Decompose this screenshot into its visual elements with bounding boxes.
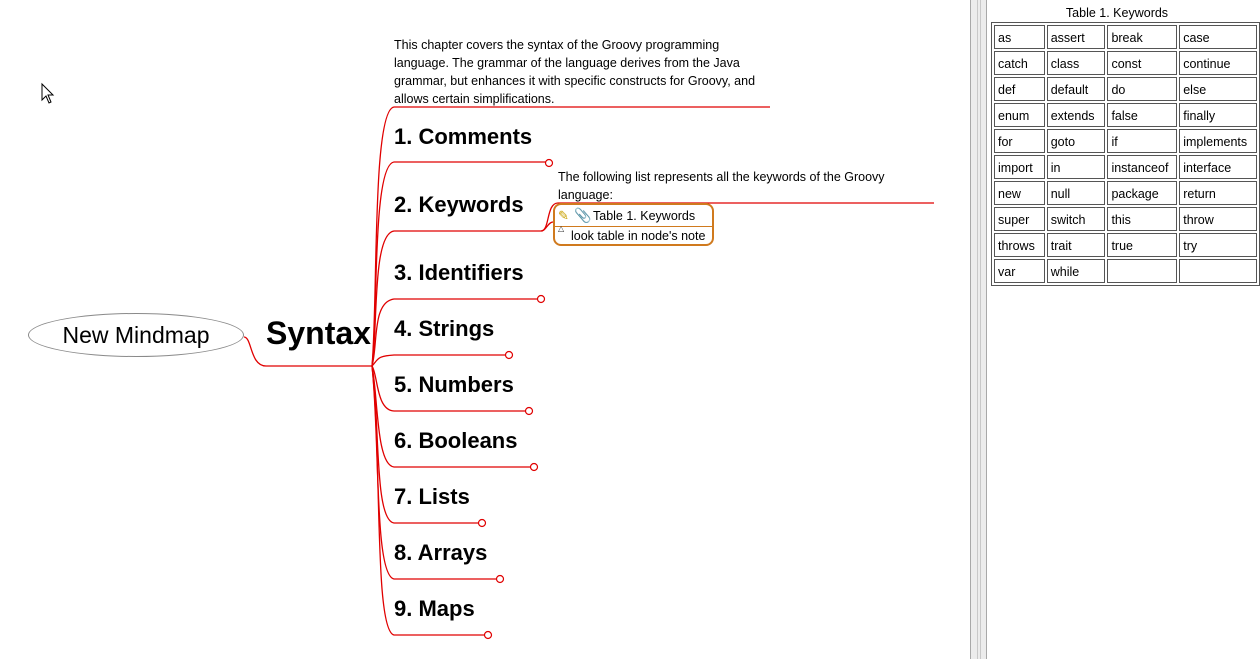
table-cell: try xyxy=(1179,233,1257,257)
table-cell: package xyxy=(1107,181,1178,205)
edge-identifiers xyxy=(371,298,541,367)
table-cell: throws xyxy=(994,233,1045,257)
node-numbers[interactable]: 5. Numbers xyxy=(394,372,514,397)
edge-maps xyxy=(371,365,488,636)
table-cell: throw xyxy=(1179,207,1257,231)
fold-circle-maps xyxy=(483,630,493,640)
node-description[interactable]: This chapter covers the syntax of the Gr… xyxy=(394,38,756,106)
fold-circle-lists xyxy=(477,518,487,528)
table-cell: for xyxy=(994,129,1045,153)
table-cell: implements xyxy=(1179,129,1257,153)
splitter-grip-line xyxy=(980,0,981,659)
edge-numbers xyxy=(371,365,529,412)
table-cell: interface xyxy=(1179,155,1257,179)
splitter-grip-line xyxy=(977,0,978,659)
node-identifiers[interactable]: 3. Identifiers xyxy=(394,260,524,285)
table-cell: def xyxy=(994,77,1045,101)
fold-circle-booleans xyxy=(529,462,539,472)
table-cell: case xyxy=(1179,25,1257,49)
fold-circle-arrays xyxy=(495,574,505,584)
fold-triangle-icon[interactable]: △ xyxy=(558,224,565,233)
edit-icon: ✎ xyxy=(558,208,569,223)
node-syntax[interactable]: Syntax xyxy=(266,315,371,351)
table-cell: var xyxy=(994,259,1045,283)
keywords-table-caption: Table 1. Keywords xyxy=(1065,6,1169,20)
node-comments[interactable]: 1. Comments xyxy=(394,124,533,149)
edge-strings xyxy=(371,354,509,367)
table-cell: break xyxy=(1107,25,1178,49)
table-cell: while xyxy=(1046,259,1106,283)
table-cell: assert xyxy=(1046,25,1106,49)
table-node-title: Table 1. Keywords xyxy=(593,209,696,223)
table-cell: as xyxy=(994,25,1045,49)
table-node-note: look table in node's note xyxy=(571,229,706,243)
table-cell: continue xyxy=(1179,51,1257,75)
table-cell: default xyxy=(1046,77,1106,101)
fold-circle-comments xyxy=(544,158,554,168)
node-keywords-description[interactable]: The following list represents all the ke… xyxy=(558,170,885,202)
root-node[interactable]: New Mindmap xyxy=(28,313,244,357)
table-cell: if xyxy=(1107,129,1178,153)
fold-circle-numbers xyxy=(524,406,534,416)
table-cell: enum xyxy=(994,103,1045,127)
mouse-cursor-icon xyxy=(41,82,55,104)
table-cell: finally xyxy=(1179,103,1257,127)
table-cell: const xyxy=(1107,51,1178,75)
edge-keywords-table xyxy=(540,221,554,232)
table-cell: super xyxy=(994,207,1045,231)
node-keywords[interactable]: 2. Keywords xyxy=(394,192,524,217)
table-node-separator xyxy=(555,226,712,227)
table-cell: return xyxy=(1179,181,1257,205)
table-cell: this xyxy=(1107,207,1178,231)
node-booleans[interactable]: 6. Booleans xyxy=(394,428,518,453)
panel-splitter[interactable] xyxy=(970,0,987,659)
table-cell: switch xyxy=(1046,207,1106,231)
node-table-keywords[interactable]: ✎ 📎 Table 1. Keywords △ look table in no… xyxy=(553,203,714,246)
edge-keywords xyxy=(371,230,541,367)
table-cell: do xyxy=(1107,77,1178,101)
fold-circle-strings xyxy=(504,350,514,360)
table-cell: catch xyxy=(994,51,1045,75)
table-cell: class xyxy=(1046,51,1106,75)
root-node-label: New Mindmap xyxy=(62,322,210,348)
attachment-icon: 📎 xyxy=(574,207,592,223)
table-cell: trait xyxy=(1046,233,1106,257)
table-cell: in xyxy=(1046,155,1106,179)
table-cell: extends xyxy=(1046,103,1106,127)
table-cell: new xyxy=(994,181,1045,205)
table-cell: else xyxy=(1179,77,1257,101)
node-arrays[interactable]: 8. Arrays xyxy=(394,540,488,565)
table-cell: null xyxy=(1046,181,1106,205)
table-cell: false xyxy=(1107,103,1178,127)
table-cell xyxy=(1107,259,1178,283)
table-cell: true xyxy=(1107,233,1178,257)
edge-root-syntax xyxy=(243,336,372,367)
node-lists[interactable]: 7. Lists xyxy=(394,484,470,509)
fold-circle-identifiers xyxy=(536,294,546,304)
mindmap-edges xyxy=(41,82,934,640)
node-strings[interactable]: 4. Strings xyxy=(394,316,495,341)
table-cell: instanceof xyxy=(1107,155,1178,179)
table-cell: goto xyxy=(1046,129,1106,153)
mindmap-canvas[interactable]: New Mindmap Syntax This chapter covers t… xyxy=(0,0,970,659)
table-cell xyxy=(1179,259,1257,283)
node-maps[interactable]: 9. Maps xyxy=(394,596,475,621)
table-cell: import xyxy=(994,155,1045,179)
